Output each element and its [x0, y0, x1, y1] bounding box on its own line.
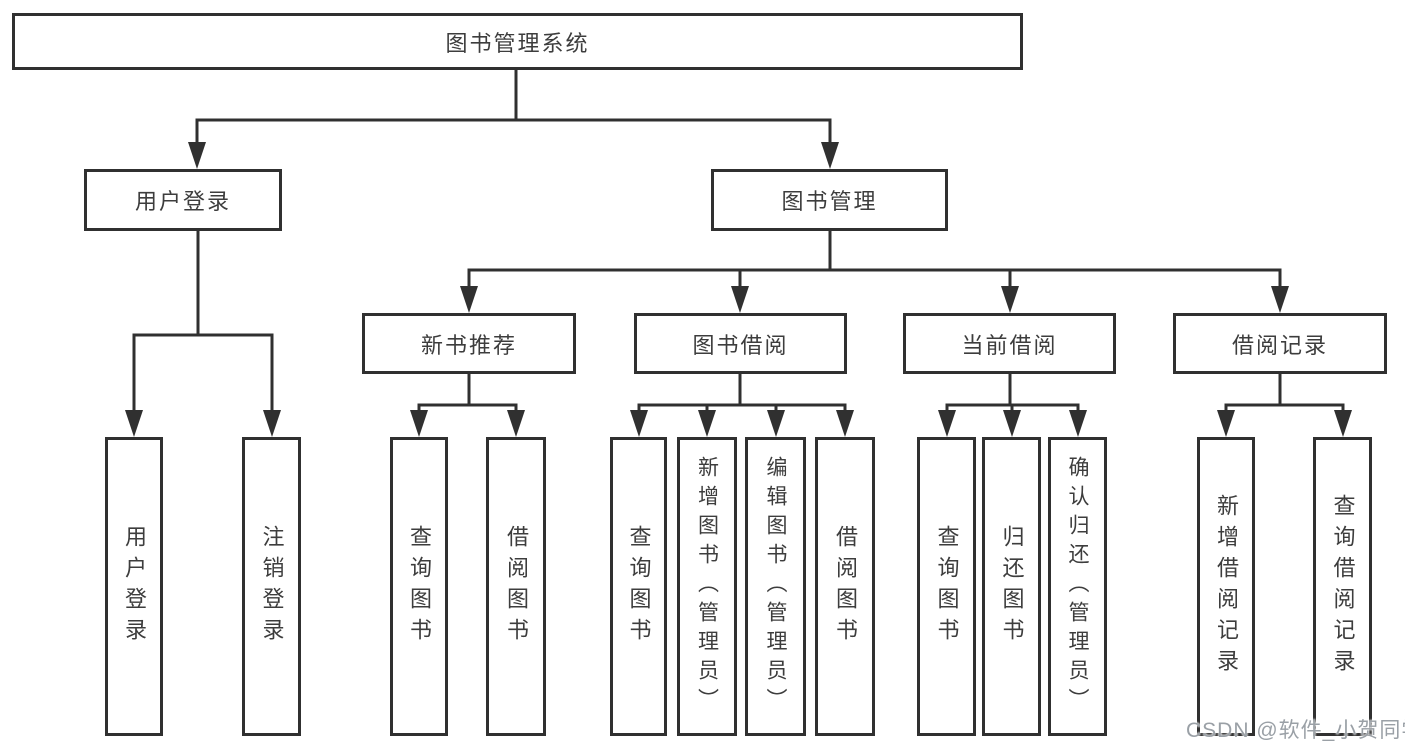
node-user-login-leaf: 用户登录 [105, 437, 163, 736]
node-borrow-books-recommend: 借阅图书 [486, 437, 546, 736]
node-label: 当前借阅 [961, 332, 1058, 358]
node-borrowing-records: 借阅记录 [1173, 313, 1387, 374]
node-label: 用户登录 [134, 189, 231, 214]
node-query-books-recommend: 查询图书 [390, 437, 448, 736]
node-new-book-recommendation: 新书推荐 [362, 313, 576, 374]
node-label: 新书推荐 [420, 332, 517, 358]
node-query-borrow-record: 查询借阅记录 [1313, 437, 1372, 736]
node-label: 新增借阅记录 [1214, 493, 1239, 680]
node-label: 注销登录 [259, 524, 285, 649]
node-edit-books-admin: 编辑图书（管理员） [745, 437, 806, 736]
node-label: 图书管理 [781, 189, 878, 214]
node-book-management: 图书管理 [711, 169, 948, 231]
node-label: 借阅记录 [1231, 332, 1328, 358]
node-label: 用户登录 [122, 524, 147, 649]
node-library-system: 图书管理系统 [12, 13, 1023, 70]
node-label: 编辑图书（管理员） [764, 456, 787, 717]
node-add-borrow-record: 新增借阅记录 [1197, 437, 1255, 736]
node-query-books-borrowing: 查询图书 [610, 437, 667, 736]
node-logout: 注销登录 [242, 437, 301, 736]
node-label: 图书借阅 [692, 332, 789, 358]
node-add-books-admin: 新增图书（管理员） [677, 437, 737, 736]
node-label: 借阅图书 [504, 524, 529, 649]
node-label: 图书管理系统 [445, 30, 590, 56]
node-book-borrowing: 图书借阅 [634, 313, 847, 374]
node-return-books: 归还图书 [982, 437, 1041, 736]
node-label: 查询图书 [934, 524, 960, 649]
node-label: 借阅图书 [833, 524, 858, 649]
node-user-login: 用户登录 [84, 169, 282, 231]
node-borrow-books-borrowing: 借阅图书 [815, 437, 875, 736]
node-label: 归还图书 [999, 524, 1025, 649]
watermark: CSDN @软件_小贺同学 [1186, 719, 1405, 742]
node-label: 确认归还（管理员） [1066, 456, 1089, 717]
node-label: 查询图书 [626, 524, 652, 649]
node-label: 查询图书 [407, 524, 432, 649]
node-confirm-return-admin: 确认归还（管理员） [1048, 437, 1107, 736]
node-label: 查询借阅记录 [1330, 493, 1356, 680]
node-query-books-current: 查询图书 [917, 437, 976, 736]
node-label: 新增图书（管理员） [695, 456, 719, 717]
node-current-borrowing: 当前借阅 [903, 313, 1116, 374]
